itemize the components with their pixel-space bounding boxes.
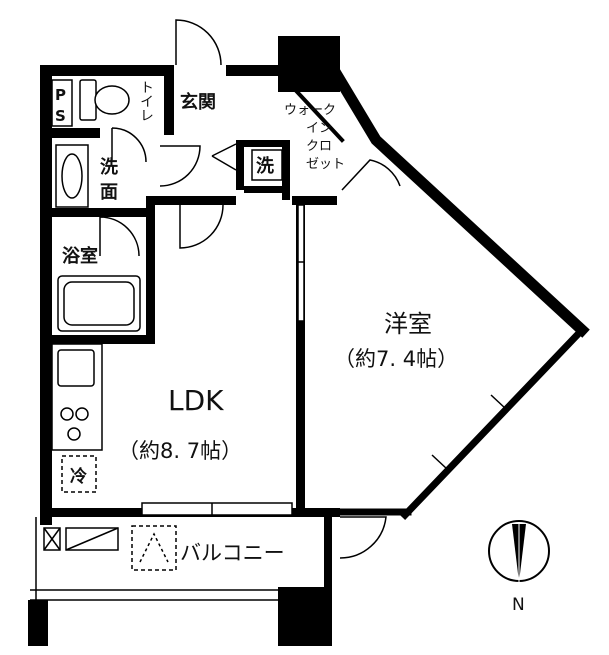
ps-label-p: P (55, 86, 66, 104)
closet-label-4: ゼット (306, 157, 345, 172)
western-room-name: 洋室 (384, 310, 432, 338)
toilet-label: トイレ (138, 80, 154, 122)
fridge-label: 冷 (70, 466, 87, 487)
slanted-walls (283, 62, 590, 520)
doors (99, 19, 401, 559)
balcony-label: バルコニー (180, 541, 285, 565)
washroom-label-1: 洗 (100, 156, 118, 178)
closet-label-1: ウォーク (284, 103, 336, 118)
ps-label-s: S (55, 107, 66, 125)
western-room-size: （約7. 4帖） (334, 347, 458, 371)
closet-label-3: クロ (306, 139, 332, 154)
north-label: N (512, 595, 525, 615)
walls (28, 36, 340, 646)
closet-label-2: イン (306, 121, 332, 136)
entrance-label: 玄関 (180, 91, 216, 113)
bathroom-label: 浴室 (62, 245, 98, 267)
ldk-name: LDK (168, 384, 224, 417)
washer-label: 洗 (256, 155, 274, 177)
window-ldk (141, 502, 293, 516)
fixtures (30, 79, 330, 601)
sliding-partition (297, 204, 305, 322)
window-slanted (417, 361, 549, 499)
washroom-label-2: 面 (100, 182, 118, 203)
compass: N (488, 520, 550, 615)
ldk-size: （約8. 7帖） (118, 439, 242, 463)
